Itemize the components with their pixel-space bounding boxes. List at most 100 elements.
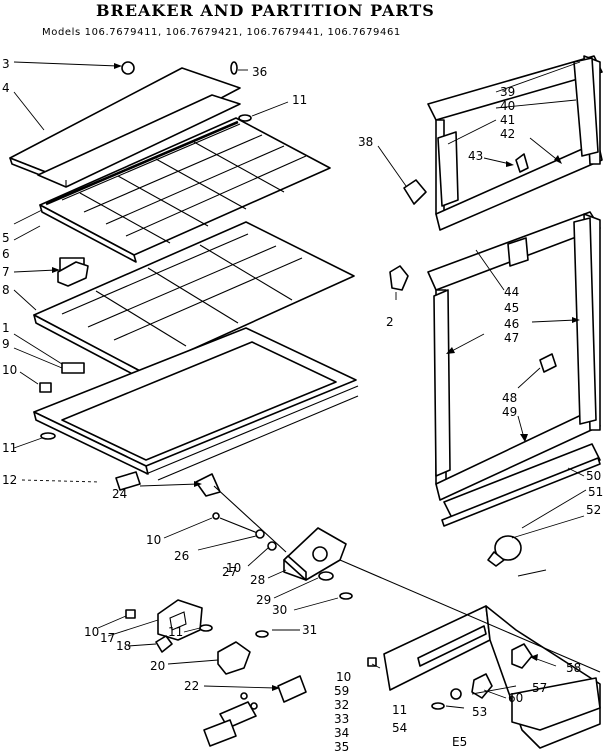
callout-48: 48 <box>502 391 517 405</box>
callout-45: 45 <box>504 301 519 315</box>
lamp-socket <box>203 719 237 747</box>
callout-10-mid-upper: 10 <box>146 533 161 547</box>
callout-11-console: 11 <box>392 703 407 717</box>
screw-3 <box>121 61 135 75</box>
control-console <box>339 559 601 749</box>
callout-10-switch: 10 <box>84 625 99 639</box>
callout-42: 42 <box>500 127 515 141</box>
callout-30: 30 <box>272 603 287 617</box>
bottom-strip-51 <box>441 457 601 527</box>
hinge-bracket <box>115 471 141 491</box>
callout-5: 5 <box>2 231 10 245</box>
callout-47: 47 <box>504 331 519 345</box>
callout-3: 3 <box>2 57 10 71</box>
callout-40: 40 <box>500 99 515 113</box>
partition-grid-upper <box>39 117 331 263</box>
screw-31 <box>255 630 269 638</box>
callout-8: 8 <box>2 283 10 297</box>
callout-35: 35 <box>334 740 349 754</box>
callout-20: 20 <box>150 659 165 673</box>
callout-60: 60 <box>508 691 523 705</box>
callout-52: 52 <box>586 503 601 517</box>
screw-11-top <box>238 114 252 122</box>
door-trim-41 <box>573 57 599 157</box>
callout-27: 27 <box>222 565 237 579</box>
bottom-trim-50 <box>443 443 601 519</box>
callout-34: 34 <box>334 726 349 740</box>
callout-10-console: 10 <box>336 670 351 684</box>
callout-32: 32 <box>334 698 349 712</box>
screw-11-mid <box>199 624 213 632</box>
callout-labels: 3 4 36 11 5 6 7 8 1 9 10 11 12 24 10 26 … <box>2 57 603 754</box>
callout-11-mid: 11 <box>168 625 183 639</box>
callout-36: 36 <box>252 65 267 79</box>
nut-10-mid <box>125 609 136 619</box>
bracket-2 <box>389 265 409 291</box>
callout-50: 50 <box>586 469 601 483</box>
clip-7 <box>57 261 89 287</box>
callout-44: 44 <box>504 285 519 299</box>
callout-53: 53 <box>472 705 487 719</box>
callout-51: 51 <box>588 485 603 499</box>
callout-29: 29 <box>256 593 271 607</box>
clip-18 <box>155 635 173 653</box>
partition-pad <box>61 362 85 374</box>
callout-22: 22 <box>184 679 199 693</box>
callout-11-top: 11 <box>292 93 307 107</box>
breaker-strip-top <box>9 67 241 188</box>
screw-30 <box>339 592 353 600</box>
model-numbers: Models 106.7679411, 106.7679421, 106.767… <box>42 27 401 38</box>
switch-20 <box>217 641 251 675</box>
callout-28: 28 <box>250 573 265 587</box>
callout-31: 31 <box>302 623 317 637</box>
partition-tray-lower <box>33 221 355 381</box>
callout-4: 4 <box>2 81 10 95</box>
callout-9: 9 <box>2 337 10 351</box>
callout-57: 57 <box>532 681 547 695</box>
callout-24: 24 <box>112 487 127 501</box>
door-trim-47 <box>433 289 451 477</box>
callout-18: 18 <box>116 639 131 653</box>
breaker-frame-bottom <box>33 327 359 491</box>
callout-33: 33 <box>334 712 349 726</box>
door-trim-46 <box>573 217 597 425</box>
callout-10-left: 10 <box>2 363 17 377</box>
nut-27 <box>267 541 277 551</box>
leader-lines <box>13 61 587 709</box>
callout-2: 2 <box>386 315 394 329</box>
callout-38: 38 <box>358 135 373 149</box>
clip-44 <box>507 237 529 267</box>
callout-59: 59 <box>334 684 349 698</box>
screw-11-left <box>40 432 56 440</box>
knob-29 <box>318 571 334 581</box>
callout-43: 43 <box>468 149 483 163</box>
light-socket-24 <box>195 473 221 497</box>
callout-46: 46 <box>504 317 519 331</box>
callout-6: 6 <box>2 247 10 261</box>
knob-60 <box>471 673 493 699</box>
clip-48 <box>539 353 557 373</box>
footer-code: E5 <box>452 735 467 749</box>
door-trim-40 <box>437 131 459 207</box>
clip-43 <box>515 153 529 173</box>
screw-54 <box>431 702 445 710</box>
callout-7: 7 <box>2 265 10 279</box>
nut-10-left <box>39 382 52 393</box>
callout-12: 12 <box>2 473 17 487</box>
clip-38 <box>403 179 427 205</box>
callout-1: 1 <box>2 321 10 335</box>
screw-36 <box>230 61 238 75</box>
callout-17: 17 <box>100 631 115 645</box>
lens-22 <box>277 675 307 703</box>
nut-10-right <box>367 657 377 667</box>
callout-39: 39 <box>500 85 515 99</box>
knob-58 <box>511 643 533 669</box>
callout-11-left: 11 <box>2 441 17 455</box>
wire-terminal-26 <box>212 512 220 520</box>
diagram-title: BREAKER AND PARTITION PARTS <box>96 1 435 20</box>
callout-26: 26 <box>174 549 189 563</box>
callout-41: 41 <box>500 113 515 127</box>
light-bulb-52 <box>494 535 522 561</box>
callout-10-mid: 10 <box>226 561 241 575</box>
